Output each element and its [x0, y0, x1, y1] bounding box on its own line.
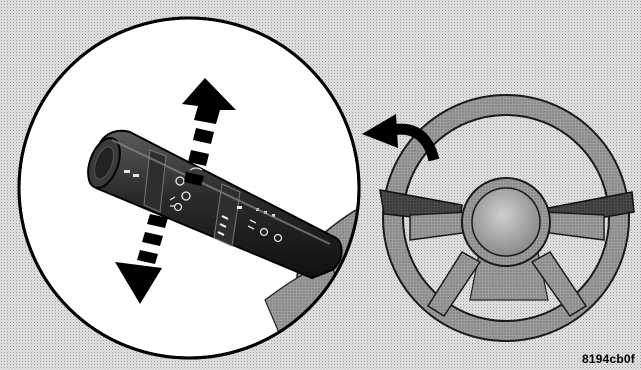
figure-code-label: 8194cb0f — [582, 352, 635, 366]
magnified-view-circle — [19, 18, 372, 358]
